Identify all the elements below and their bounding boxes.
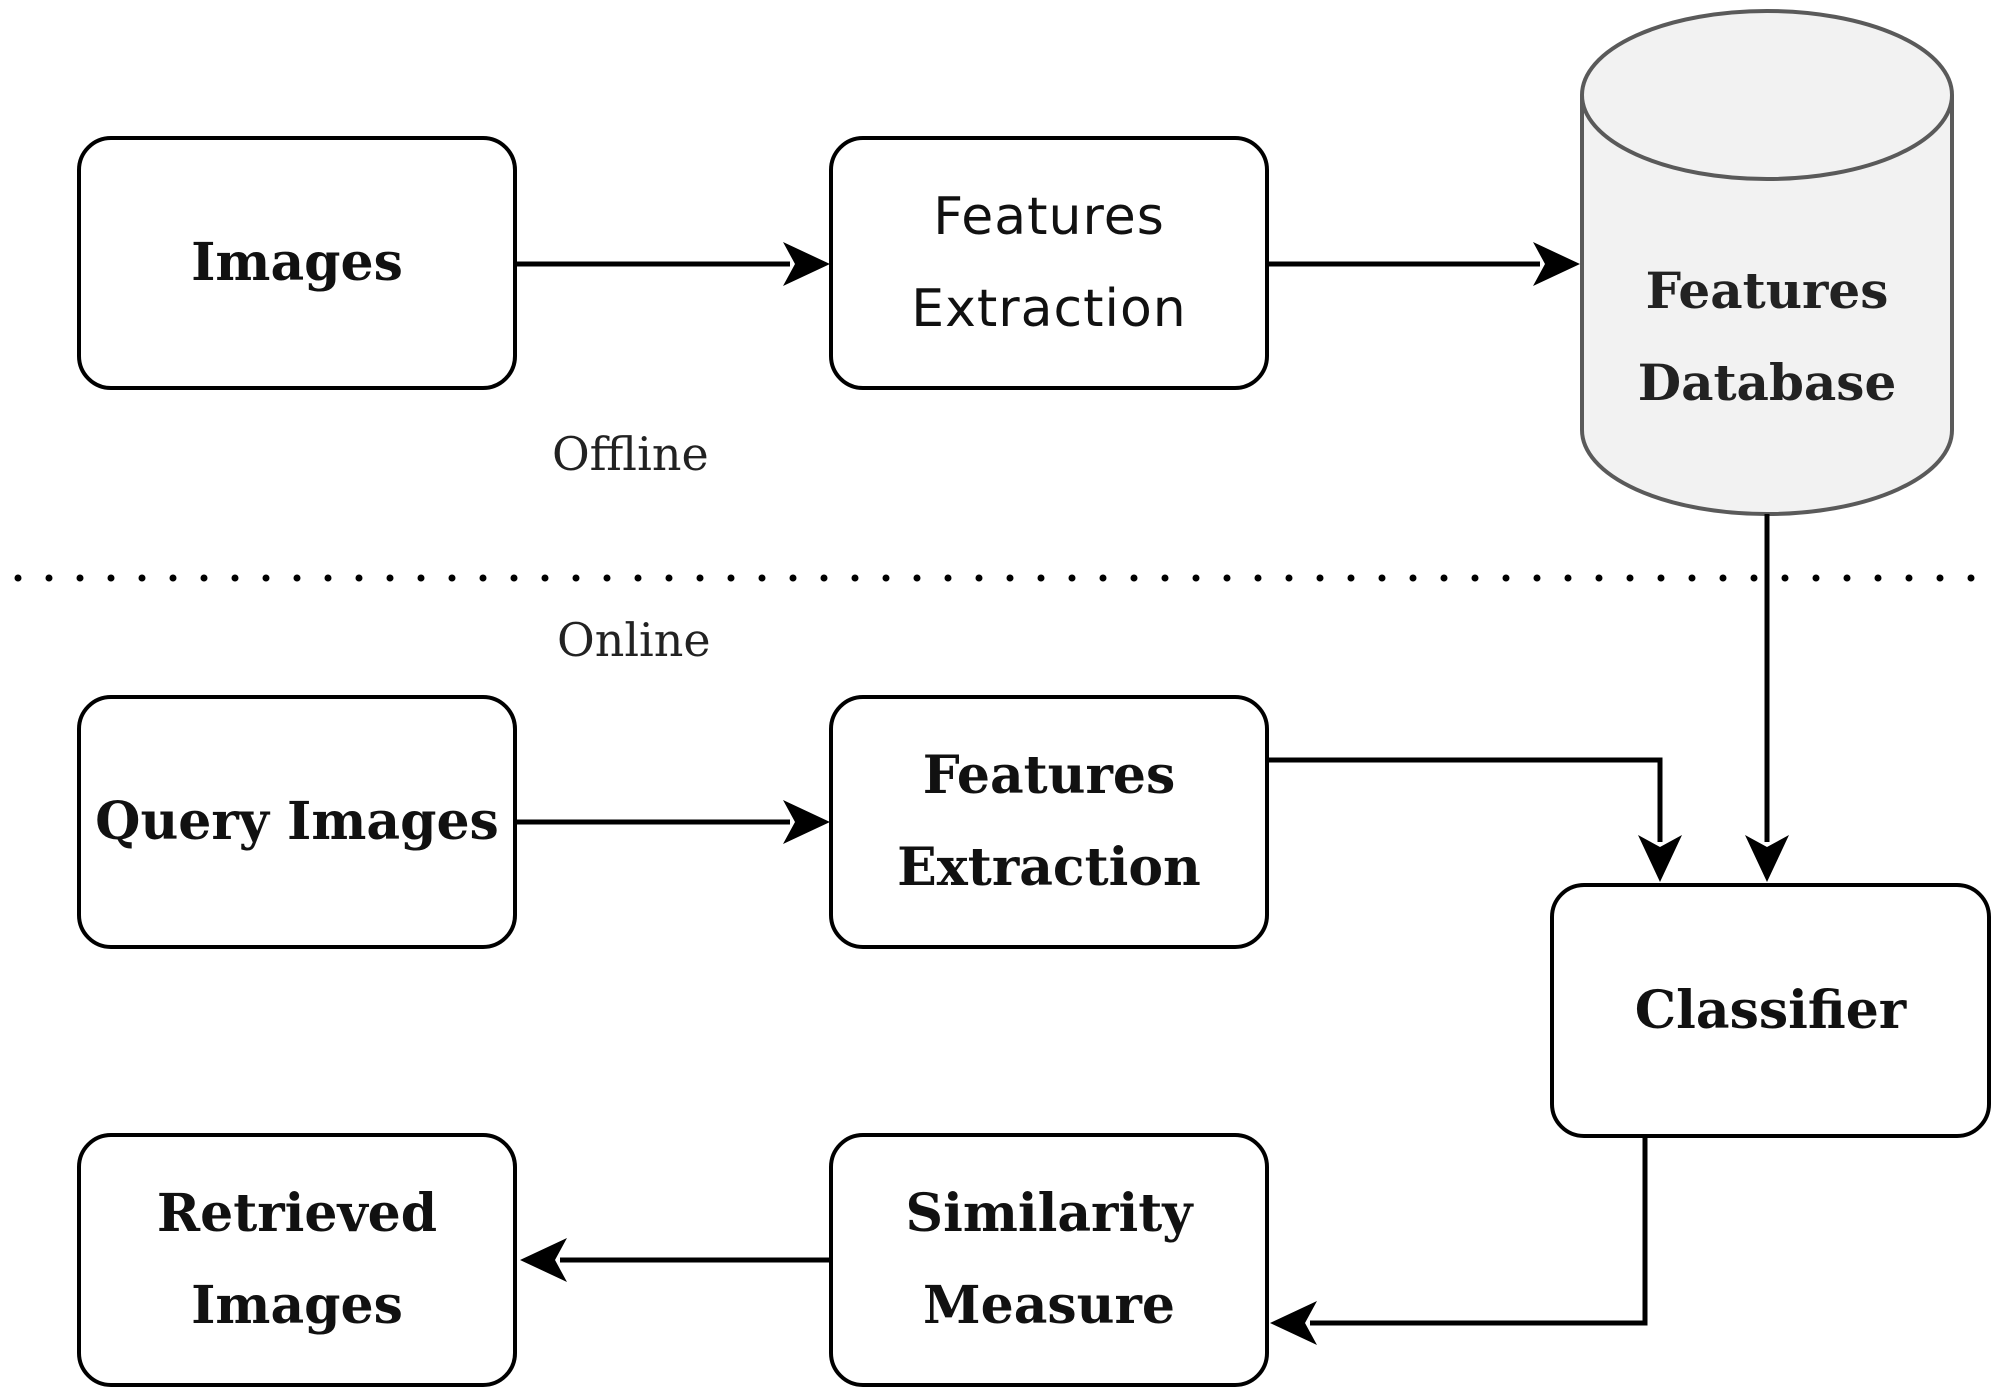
similarity-measure-label-line2: Measure bbox=[923, 1275, 1175, 1336]
images-box: Images bbox=[77, 136, 517, 390]
features-extraction-online-label-line1: Features bbox=[922, 745, 1176, 806]
features-database-label: Features Database bbox=[1578, 245, 1956, 429]
edge-database-to-classifier bbox=[1745, 514, 1789, 882]
features-extraction-online-label-line2: Extraction bbox=[897, 837, 1201, 898]
features-database-label-line1: Features bbox=[1645, 261, 1889, 320]
features-database-cylinder bbox=[1580, 9, 1954, 516]
retrieved-images-box: Retrieved Images bbox=[77, 1133, 517, 1387]
edge-classifier-to-similarity-measure bbox=[1270, 1138, 1648, 1345]
edge-images-to-features-extraction-offline bbox=[517, 242, 830, 286]
edge-similarity-measure-to-retrieved-images bbox=[520, 1238, 830, 1282]
query-images-box: Query Images bbox=[77, 695, 517, 949]
features-extraction-offline-label-line1: Features bbox=[933, 187, 1165, 247]
features-extraction-offline-box: Features Extraction bbox=[829, 136, 1269, 390]
edge-features-extraction-online-to-classifier bbox=[1268, 757, 1682, 882]
features-extraction-online-box: Features Extraction bbox=[829, 695, 1269, 949]
edge-query-images-to-features-extraction-online bbox=[517, 800, 830, 844]
features-database-label-line2: Database bbox=[1637, 353, 1897, 412]
query-images-label: Query Images bbox=[95, 791, 499, 852]
similarity-measure-box: Similarity Measure bbox=[829, 1133, 1269, 1387]
offline-section-label: Offline bbox=[552, 427, 709, 481]
retrieved-images-label-line2: Images bbox=[191, 1275, 403, 1336]
images-label: Images bbox=[191, 232, 403, 293]
retrieved-images-label-line1: Retrieved bbox=[156, 1183, 438, 1244]
classifier-label: Classifier bbox=[1634, 979, 1907, 1041]
features-extraction-offline-label-line2: Extraction bbox=[911, 279, 1187, 339]
edge-features-extraction-to-database bbox=[1268, 242, 1580, 286]
similarity-measure-label-line1: Similarity bbox=[905, 1183, 1193, 1244]
online-section-label: Online bbox=[557, 613, 711, 667]
classifier-box: Classifier bbox=[1550, 883, 1991, 1138]
